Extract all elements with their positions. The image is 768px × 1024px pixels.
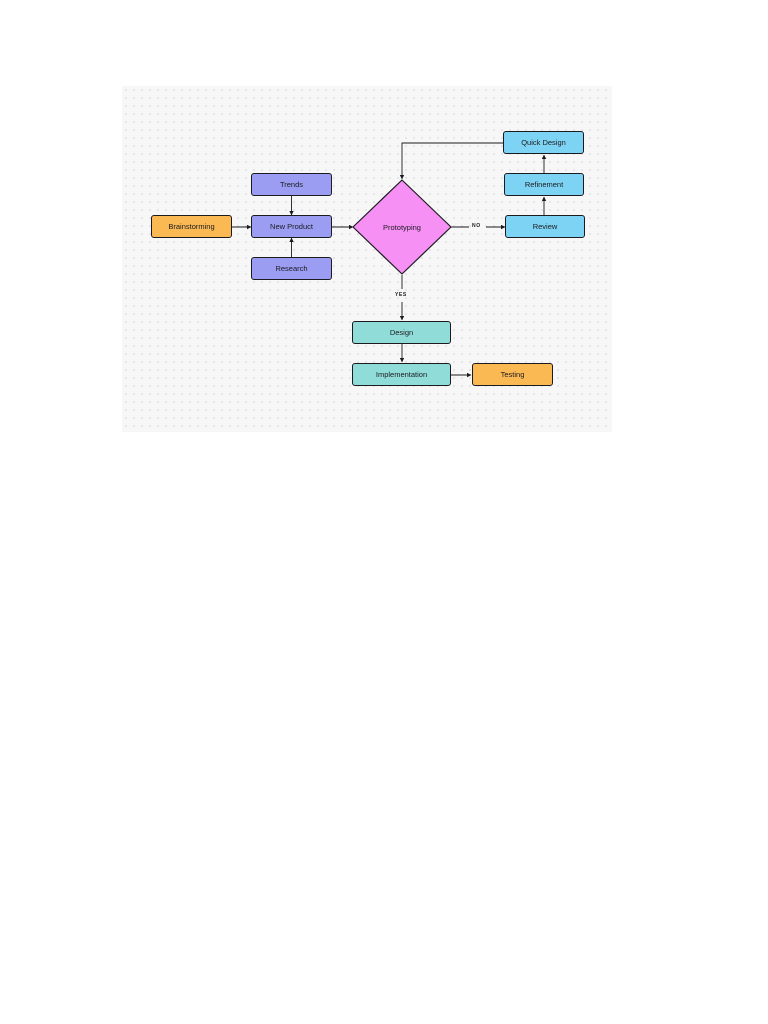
brainstorming-node: Brainstorming [151, 215, 232, 238]
review-node: Review [505, 215, 585, 238]
implementation-node: Implementation [352, 363, 451, 386]
research-node: Research [251, 257, 332, 280]
trends-node: Trends [251, 173, 332, 196]
design-node: Design [352, 321, 451, 344]
refinement-node: Refinement [504, 173, 584, 196]
prototyping-label: Prototyping [383, 222, 421, 232]
edge-label-no: NO [472, 223, 481, 229]
quick-design-node: Quick Design [503, 131, 584, 154]
new-product-node: New Product [251, 215, 332, 238]
testing-node: Testing [472, 363, 553, 386]
edge-label-yes: YES [395, 292, 407, 298]
